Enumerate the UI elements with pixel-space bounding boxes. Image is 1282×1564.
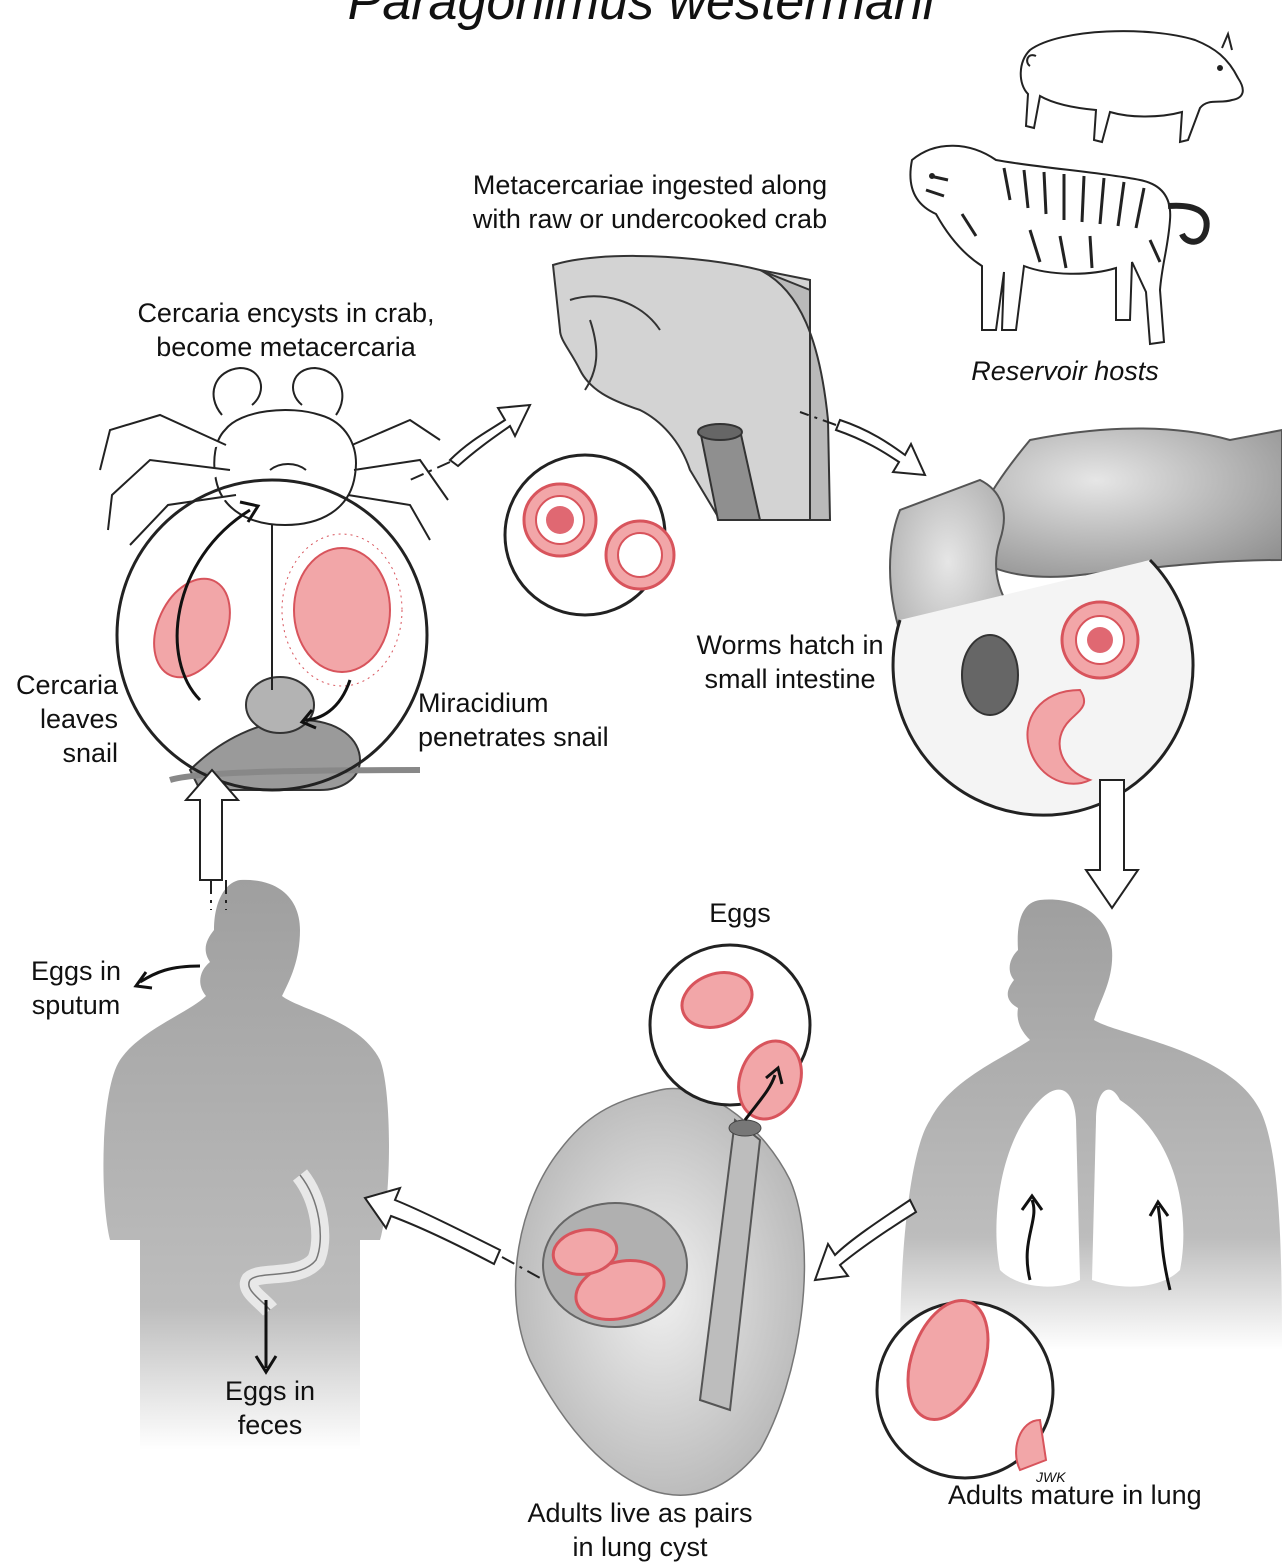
label-line: Worms hatch in bbox=[670, 628, 910, 662]
label-line: Eggs in bbox=[16, 954, 136, 988]
label-line: in lung cyst bbox=[490, 1530, 790, 1564]
label-worms-hatch: Worms hatch in small intestine bbox=[670, 628, 910, 696]
label-reservoir-hosts: Reservoir hosts bbox=[940, 354, 1190, 388]
label-line: Cercaria encysts in crab, bbox=[86, 296, 486, 330]
pig-illustration bbox=[1021, 31, 1243, 142]
human-silhouette-right bbox=[900, 900, 1282, 1350]
crab-illustration bbox=[100, 368, 448, 545]
label-adults-pairs: Adults live as pairs in lung cyst bbox=[490, 1496, 790, 1564]
label-line: sputum bbox=[16, 988, 136, 1022]
label-eggs-feces: Eggs in feces bbox=[200, 1374, 340, 1442]
label-eggs-sputum: Eggs in sputum bbox=[16, 954, 136, 1022]
snail-illustration bbox=[170, 677, 420, 790]
label-cercaria-encysts: Cercaria encysts in crab, become metacer… bbox=[86, 296, 486, 364]
label-line: small intestine bbox=[670, 662, 910, 696]
label-line: leaves bbox=[0, 702, 118, 736]
metacercariae-circle bbox=[505, 455, 674, 615]
label-line: Cercaria bbox=[0, 668, 118, 702]
label-line: Metacercariae ingested along bbox=[430, 168, 870, 202]
label-line: Miracidium bbox=[418, 686, 658, 720]
label-eggs: Eggs bbox=[680, 896, 800, 930]
label-line: Adults live as pairs bbox=[490, 1496, 790, 1530]
label-metacercariae-ingested: Metacercariae ingested along with raw or… bbox=[430, 168, 870, 236]
label-line: snail bbox=[0, 736, 118, 770]
label-line: become metacercaria bbox=[86, 330, 486, 364]
diagram-title: Paragonimus westermani bbox=[0, 0, 1282, 32]
label-line: penetrates snail bbox=[418, 720, 658, 754]
label-line: with raw or undercooked crab bbox=[430, 202, 870, 236]
tiger-illustration bbox=[910, 146, 1206, 344]
label-miracidium: Miracidium penetrates snail bbox=[418, 686, 658, 754]
sputum-arrow bbox=[136, 966, 200, 988]
label-line: feces bbox=[200, 1408, 340, 1442]
label-adults-mature: Adults mature in lung bbox=[948, 1478, 1248, 1512]
human-silhouette-left bbox=[103, 880, 389, 1450]
label-cercaria-leaves: Cercaria leaves snail bbox=[0, 668, 118, 770]
label-line: Eggs in bbox=[200, 1374, 340, 1408]
artist-signature: JWK bbox=[1036, 1460, 1096, 1494]
